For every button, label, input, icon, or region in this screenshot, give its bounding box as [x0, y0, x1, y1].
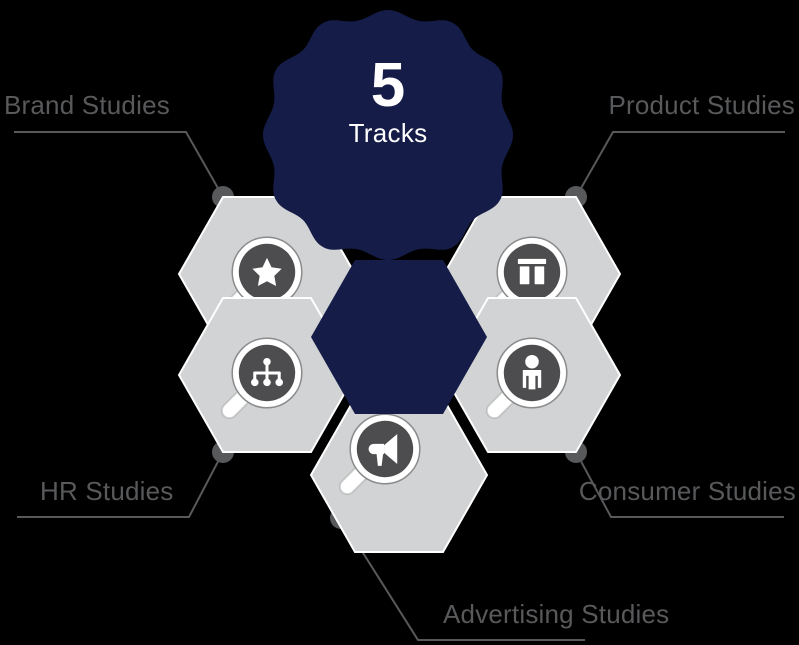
center-hexagon — [311, 260, 487, 414]
connector-product — [565, 131, 785, 208]
hexagon-consumer[interactable] — [442, 297, 622, 453]
badge-caption: Tracks — [349, 118, 428, 148]
hexagon-hr[interactable] — [177, 297, 357, 453]
magnifier-org-chart-icon — [220, 337, 303, 420]
badge-number: 5 — [371, 51, 405, 120]
hexagon-advertising[interactable] — [309, 397, 489, 553]
magnifier-person-icon — [485, 337, 568, 420]
connector-brand — [14, 131, 234, 208]
tracks-badge: 5 Tracks — [263, 10, 513, 260]
label-brand-studies: Brand Studies — [4, 90, 170, 120]
magnifier-megaphone-icon — [338, 413, 421, 496]
label-hr-studies: HR Studies — [40, 476, 174, 506]
label-consumer-studies: Consumer Studies — [579, 476, 796, 506]
label-advertising-studies: Advertising Studies — [443, 599, 669, 629]
label-product-studies: Product Studies — [608, 90, 795, 120]
badge-scallop-shape — [263, 10, 513, 260]
